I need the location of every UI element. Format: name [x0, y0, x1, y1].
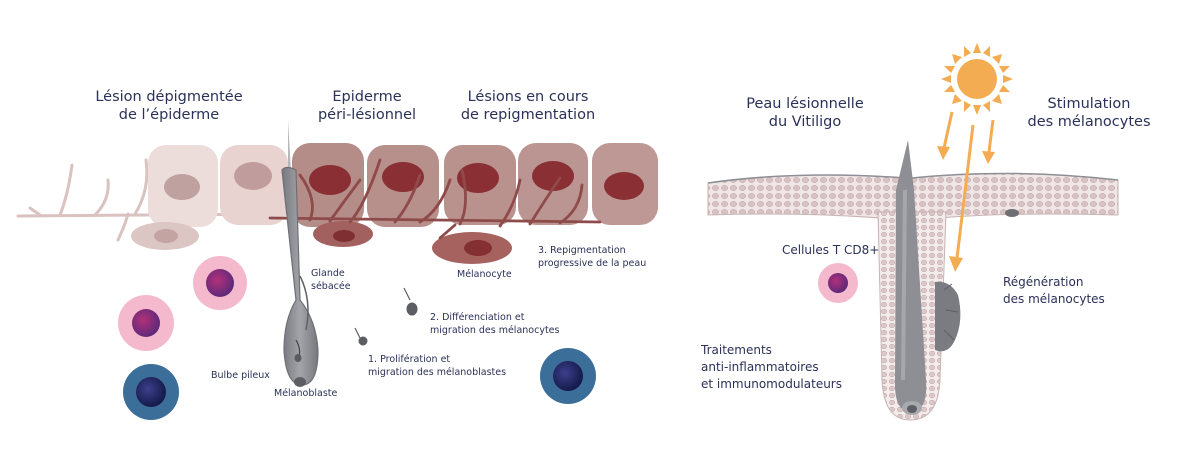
label-step2-differentiation: 2. Différenciation et migration des méla… — [430, 312, 560, 336]
label-t-cells: Cellules T CD8+ — [782, 243, 880, 257]
label-melanoblast: Mélanoblaste — [274, 388, 338, 399]
pigmented-cells — [292, 143, 658, 264]
t-cell-cd8 — [818, 263, 858, 303]
heading-repigmenting-lesions: Lésions en cours de repigmentation — [460, 89, 596, 124]
pale-cells — [131, 145, 288, 250]
migrating-melanoblasts — [354, 287, 418, 346]
heading-depigmented-lesion: Lésion dépigmentée de l’épiderme — [95, 89, 243, 124]
pigmented-dendrites — [268, 158, 602, 240]
label-melanocyte-regeneration: Régénération des mélanocytes — [1003, 275, 1105, 306]
sun-icon — [941, 43, 1013, 115]
label-sebaceous-gland: Glande sébacée — [311, 268, 351, 292]
label-melanocyte: Mélanocyte — [457, 269, 512, 280]
left-epidermis — [16, 120, 658, 420]
label-hair-bulb: Bulbe pileux — [211, 370, 270, 381]
immune-cells-left — [118, 256, 596, 420]
heading-melanocyte-stimulation: Stimulation des mélanocytes — [1027, 96, 1151, 131]
label-step3-repigmentation: 3. Repigmentation progressive de la peau — [538, 245, 647, 269]
label-step1-proliferation: 1. Prolifération et migration des mélano… — [368, 354, 507, 378]
heading-perilesional-epidermis: Epiderme péri-lésionnel — [317, 89, 417, 124]
heading-lesional-skin: Peau lésionnelle du Vitiligo — [746, 96, 864, 131]
uv-arrows — [937, 111, 995, 272]
regenerating-melanocytes — [935, 281, 961, 352]
label-treatments: Traitements anti-inflammatoires et immun… — [701, 343, 842, 391]
hair-follicle — [281, 120, 319, 387]
right-skin-section — [707, 43, 1119, 421]
